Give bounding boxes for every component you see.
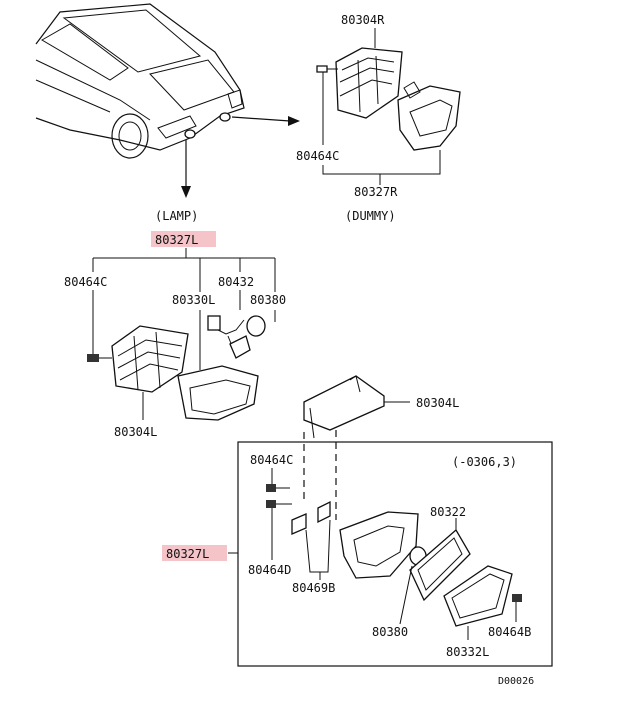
label-80322: 80322	[430, 505, 466, 519]
lamp-bracket-part	[111, 325, 189, 420]
bracket-80304L-part	[303, 375, 385, 439]
label-80380-top: 80380	[250, 293, 286, 307]
car-illustration	[35, 3, 245, 159]
screw-icon-l	[87, 354, 112, 362]
label-80327L-top: 80327L	[155, 233, 198, 247]
label-80464D: 80464D	[248, 563, 291, 577]
label-range: (-0306,3)	[452, 455, 517, 469]
label-80464C-box: 80464C	[250, 453, 293, 467]
box-lens-part	[443, 565, 513, 627]
arrow-right	[231, 116, 300, 126]
variant-box	[237, 441, 553, 667]
dummy-bracket-part	[335, 47, 403, 119]
box-screw-2	[266, 500, 292, 508]
label-80380-box: 80380	[372, 625, 408, 639]
label-dummy: (DUMMY)	[345, 209, 396, 223]
label-80304L-right: 80304L	[416, 396, 459, 410]
label-80304R: 80304R	[341, 13, 385, 27]
label-80304L-left: 80304L	[114, 425, 157, 439]
box-screw-3	[512, 594, 522, 602]
label-lamp: (LAMP)	[155, 209, 198, 223]
label-80332L: 80332L	[446, 645, 489, 659]
arrow-down	[181, 140, 191, 198]
label-80330L: 80330L	[172, 293, 215, 307]
label-80432: 80432	[218, 275, 254, 289]
diagram-code: D00026	[498, 676, 534, 687]
box-housing-part	[339, 511, 419, 579]
bulb-part	[229, 315, 266, 359]
label-80327R: 80327R	[354, 185, 398, 199]
label-80469B: 80469B	[292, 581, 335, 595]
box-clips-part	[291, 500, 331, 535]
dummy-cover-part	[397, 81, 461, 151]
label-80327L-side: 80327L	[166, 547, 209, 561]
lamp-lens-part	[177, 365, 259, 421]
box-screw-1	[266, 484, 290, 492]
label-80464C-right: 80464C	[296, 149, 339, 163]
box-gasket-part	[409, 528, 471, 602]
label-80464B: 80464B	[488, 625, 531, 639]
screw-icon-r	[316, 65, 338, 73]
highlight-80327L-top	[151, 231, 216, 247]
label-80464C-left: 80464C	[64, 275, 107, 289]
highlight-80327L-side	[162, 545, 227, 561]
